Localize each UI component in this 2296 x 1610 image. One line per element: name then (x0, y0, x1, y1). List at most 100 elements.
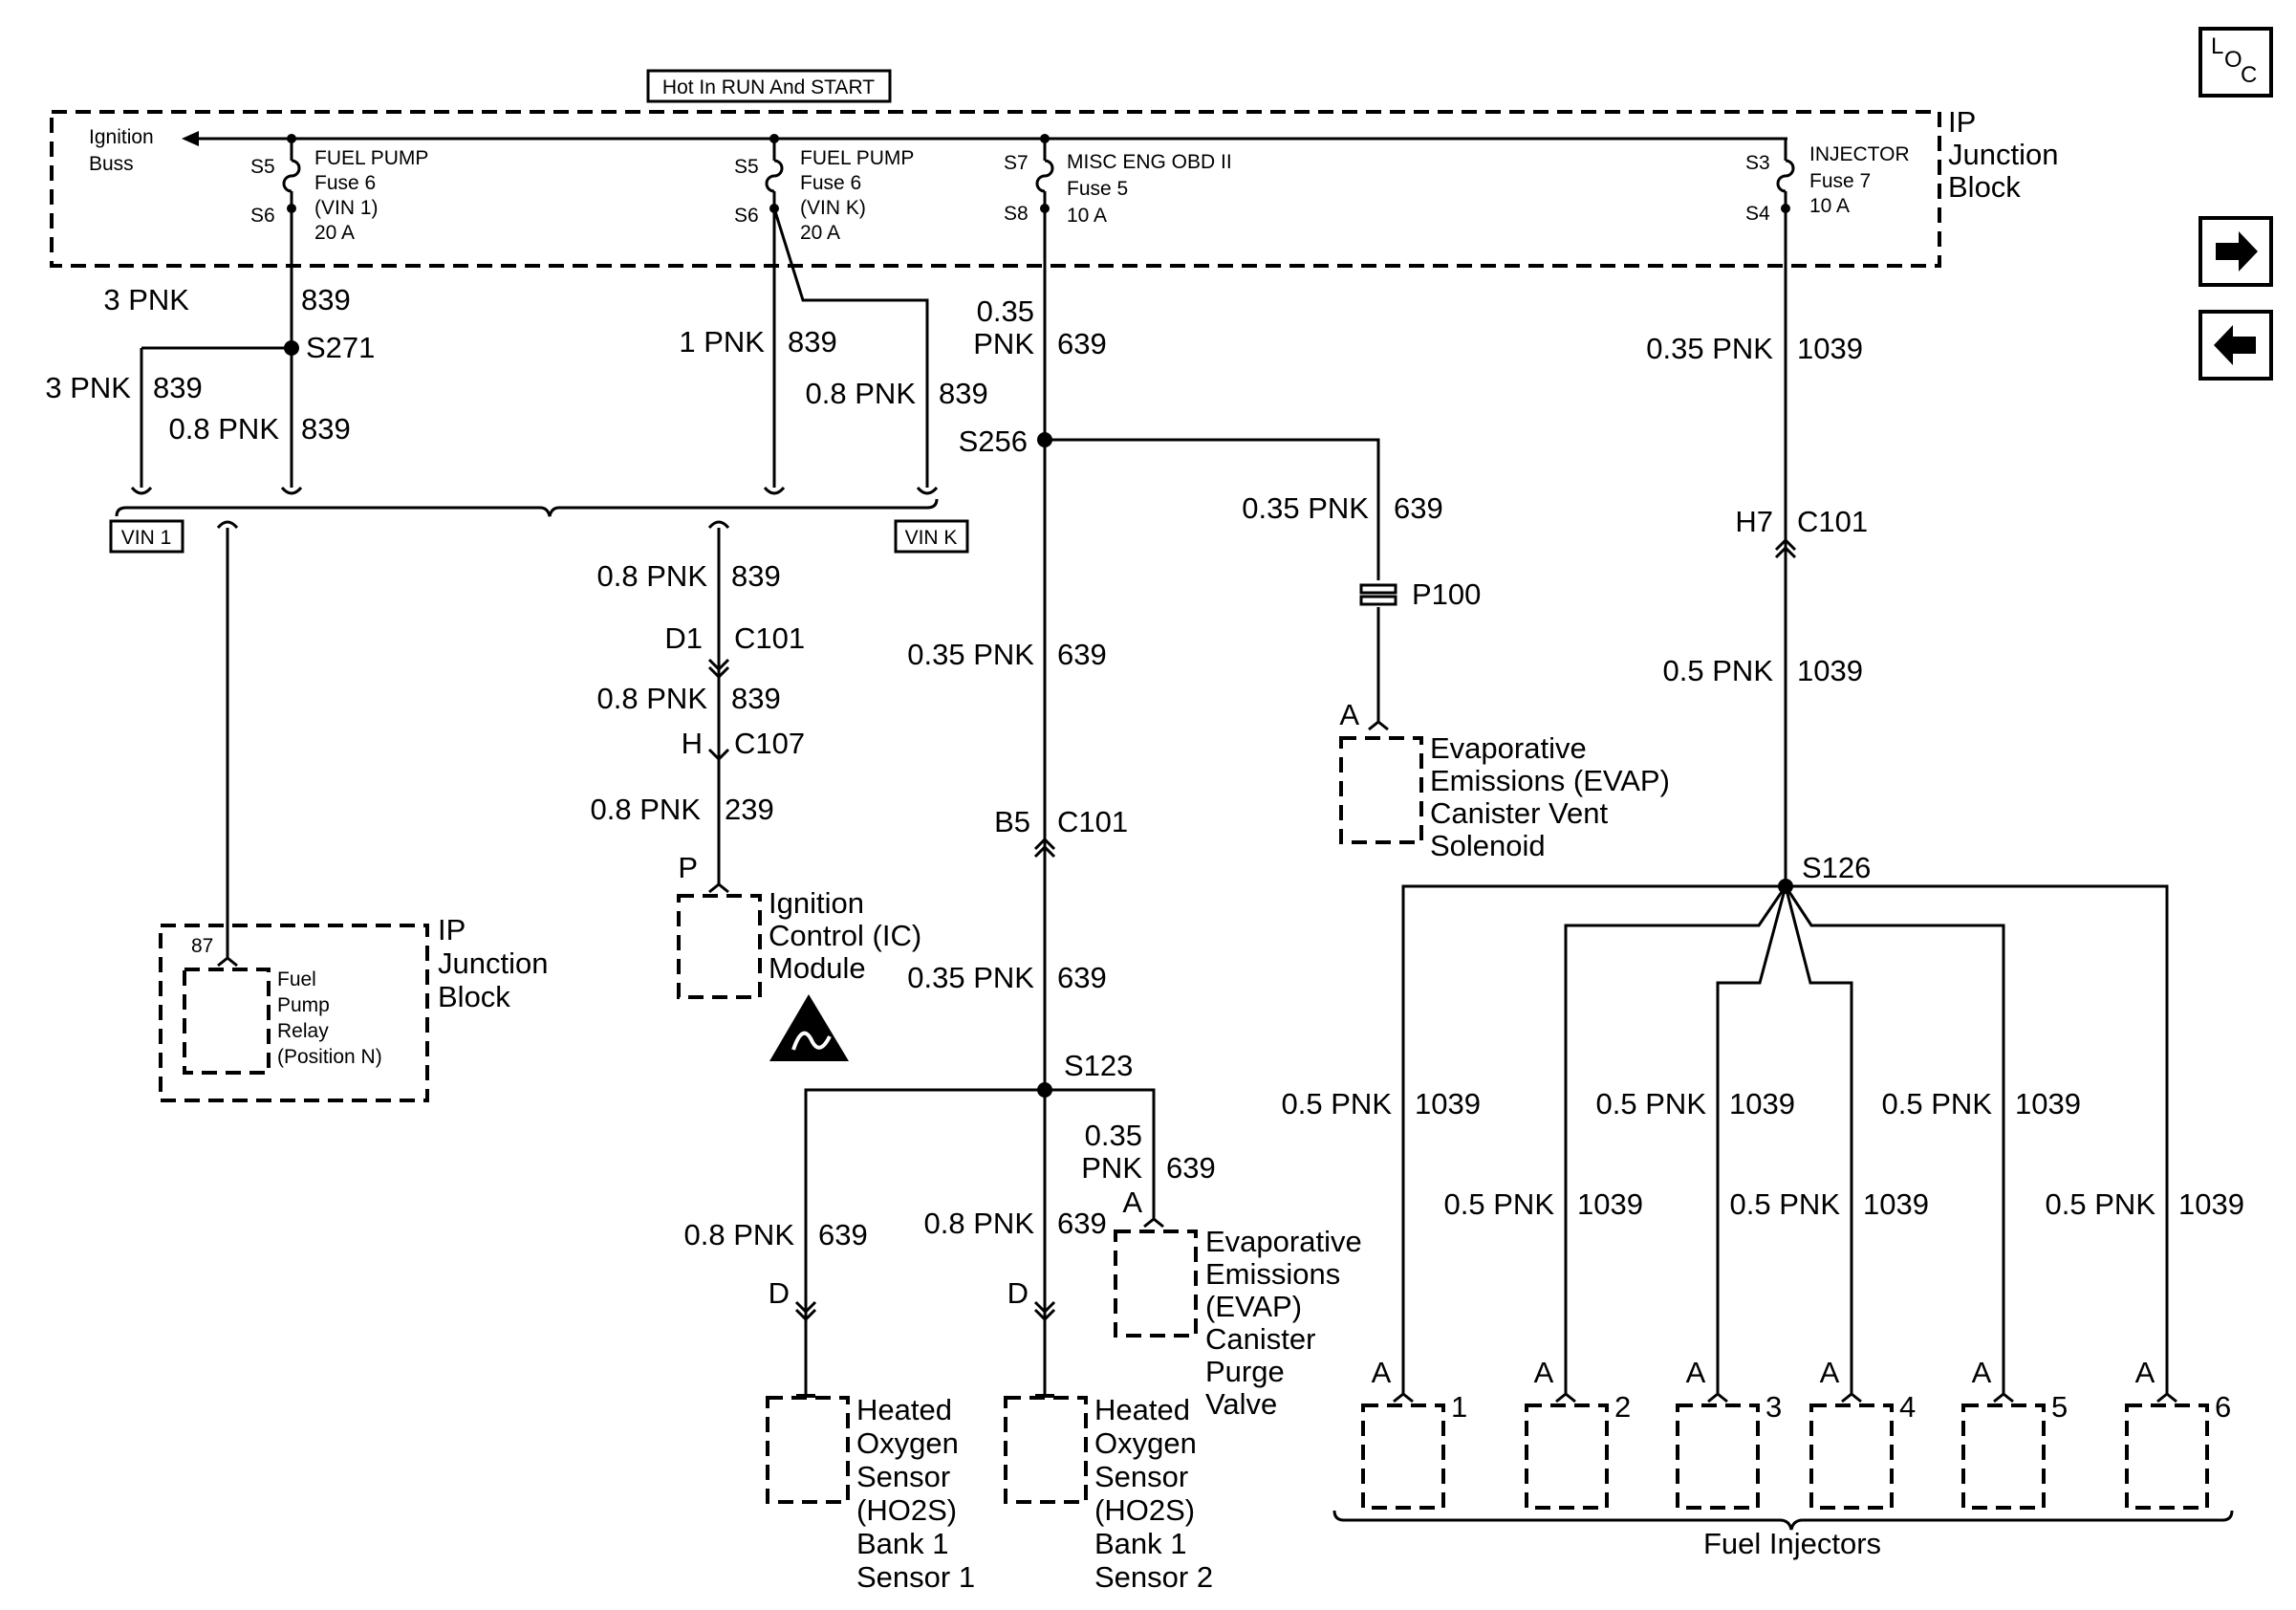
svg-text:S3: S3 (1745, 152, 1770, 174)
svg-text:A: A (1339, 698, 1359, 731)
svg-text:839: 839 (939, 377, 988, 410)
svg-text:87: 87 (191, 935, 213, 957)
svg-text:D1: D1 (664, 621, 703, 655)
arrow-left-icon (182, 131, 199, 146)
svg-text:Block: Block (438, 980, 510, 1013)
svg-text:S8: S8 (1004, 203, 1029, 225)
svg-text:Sensor: Sensor (856, 1460, 950, 1493)
fuse-fuel-pump-vin1: S5 S6 FUEL PUMP Fuse 6 (VIN 1) 20 A (250, 134, 428, 244)
svg-text:O: O (2224, 47, 2242, 73)
svg-text:0.8 PNK: 0.8 PNK (597, 682, 708, 715)
fuse-fuel-pump-vink: S5 S6 FUEL PUMP Fuse 6 (VIN K) 20 A (734, 134, 914, 244)
svg-text:(EVAP): (EVAP) (1205, 1290, 1302, 1323)
svg-text:S7: S7 (1004, 152, 1029, 174)
ho2s-bank1-sensor1-outline (766, 1396, 850, 1504)
svg-text:2: 2 (1614, 1390, 1631, 1424)
svg-text:S5: S5 (250, 156, 275, 178)
svg-text:1039: 1039 (1577, 1187, 1643, 1221)
svg-text:Relay: Relay (277, 1020, 329, 1042)
svg-text:839: 839 (301, 412, 351, 446)
svg-text:S256: S256 (959, 424, 1028, 458)
svg-text:A: A (1972, 1356, 1992, 1389)
fuse-misc-eng-obd2: S7 S8 MISC ENG OBD II Fuse 5 10 A (1004, 134, 1232, 227)
ho2s-bank1-sensor1-label: Heated Oxygen Sensor (HO2S) Bank 1 Senso… (856, 1393, 975, 1594)
svg-text:20 A: 20 A (800, 222, 840, 244)
svg-text:MISC ENG OBD II: MISC ENG OBD II (1067, 151, 1232, 173)
svg-text:Canister Vent: Canister Vent (1430, 796, 1608, 830)
svg-text:C: C (2241, 62, 2257, 88)
svg-text:0.35 PNK: 0.35 PNK (1242, 491, 1369, 525)
svg-text:Evaporative: Evaporative (1205, 1225, 1362, 1258)
injector-harness (1401, 884, 2169, 1394)
svg-text:Fuse 5: Fuse 5 (1067, 178, 1128, 200)
fuel-injectors-label: Fuel Injectors (1703, 1527, 1881, 1560)
svg-text:839: 839 (731, 559, 781, 593)
svg-text:Emissions: Emissions (1205, 1257, 1340, 1291)
fuel-pump-relay-label: Fuel Pump Relay (Position N) (277, 968, 382, 1068)
svg-text:Ignition: Ignition (769, 886, 864, 920)
svg-text:S6: S6 (734, 205, 759, 227)
evap-purge-valve-outline (1114, 1229, 1198, 1338)
injectors-brace (1332, 1510, 2234, 1531)
svg-text:D: D (769, 1276, 790, 1310)
svg-text:A: A (1686, 1356, 1706, 1389)
svg-text:C101: C101 (734, 621, 805, 655)
fuse-injector: S3 S4 INJECTOR Fuse 7 10 A (1745, 139, 1910, 225)
svg-text:Sensor 1: Sensor 1 (856, 1560, 975, 1594)
svg-text:S126: S126 (1802, 851, 1871, 884)
fuel-injector-1: A 1 (1361, 1356, 1467, 1510)
svg-text:0.8 PNK: 0.8 PNK (806, 377, 917, 410)
fuel-injector-5: A 5 (1961, 1356, 2068, 1510)
ip-junction-block-relay-outline (159, 924, 429, 1102)
svg-text:C101: C101 (1797, 505, 1868, 538)
svg-text:639: 639 (1057, 638, 1107, 671)
svg-text:4: 4 (1899, 1390, 1916, 1424)
svg-text:S6: S6 (250, 205, 275, 227)
svg-text:0.5 PNK: 0.5 PNK (1596, 1087, 1707, 1120)
svg-text:A: A (1534, 1356, 1554, 1389)
svg-text:1039: 1039 (1797, 332, 1863, 365)
connector-c101-h7 (1774, 537, 1797, 559)
svg-text:Fuse 6: Fuse 6 (800, 172, 861, 194)
svg-text:Fuse 7: Fuse 7 (1809, 170, 1871, 192)
svg-text:D: D (1007, 1276, 1029, 1310)
svg-text:Oxygen: Oxygen (856, 1426, 959, 1460)
svg-text:Heated: Heated (1094, 1393, 1190, 1426)
svg-text:Fuse 6: Fuse 6 (314, 172, 376, 194)
hot-label: Hot In RUN And START (662, 76, 875, 98)
option-vin1: VIN 1 (109, 519, 184, 554)
svg-text:Control (IC): Control (IC) (769, 919, 921, 952)
svg-text:Bank 1: Bank 1 (1094, 1527, 1187, 1560)
svg-text:3: 3 (1765, 1390, 1782, 1424)
prev-page-button[interactable] (2199, 310, 2273, 381)
svg-text:PNK: PNK (973, 327, 1034, 360)
arrow-left-icon (2214, 325, 2256, 365)
ic-module-outline (677, 894, 762, 999)
svg-text:0.8 PNK: 0.8 PNK (924, 1207, 1035, 1240)
svg-text:0.35 PNK: 0.35 PNK (907, 638, 1034, 671)
svg-text:1 PNK: 1 PNK (679, 325, 765, 359)
connector-c101-d1 (707, 658, 730, 680)
svg-text:H: H (682, 727, 703, 760)
arrow-right-icon (2216, 231, 2258, 272)
svg-text:IP: IP (438, 913, 466, 946)
next-page-button[interactable] (2199, 216, 2273, 287)
svg-text:Valve: Valve (1205, 1387, 1277, 1421)
svg-text:0.8 PNK: 0.8 PNK (597, 559, 708, 593)
option-break-end (130, 486, 939, 495)
svg-text:S271: S271 (306, 331, 375, 364)
svg-text:C107: C107 (734, 727, 805, 760)
svg-text:Pump: Pump (277, 994, 330, 1016)
svg-text:0.5 PNK: 0.5 PNK (2046, 1187, 2156, 1221)
connector-c107-h (707, 748, 730, 762)
svg-text:Canister: Canister (1205, 1322, 1315, 1356)
loc-button[interactable]: L O C (2199, 27, 2273, 98)
svg-text:3 PNK: 3 PNK (103, 283, 189, 316)
option-vink: VIN K (894, 519, 969, 554)
svg-text:P: P (678, 851, 698, 884)
svg-text:A: A (1372, 1356, 1392, 1389)
relay-junction-block-title: IP Junction Block (438, 913, 548, 1013)
esd-warning-icon (769, 994, 849, 1061)
svg-text:639: 639 (1057, 1207, 1107, 1240)
